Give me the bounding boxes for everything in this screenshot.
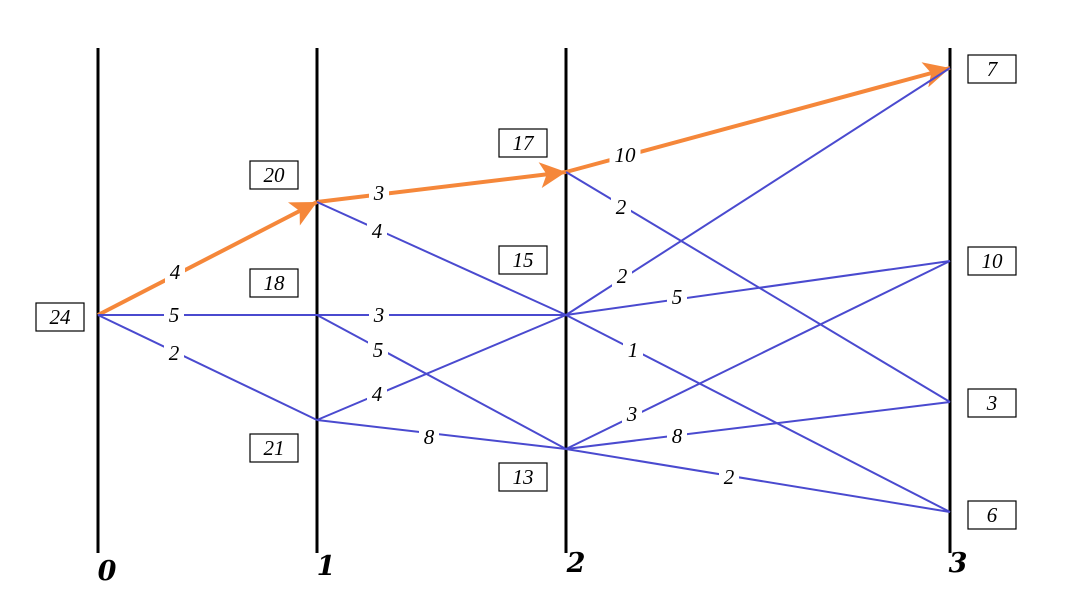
node-box xyxy=(249,268,299,298)
node-box xyxy=(249,433,299,463)
edge-weight-n1b-n2c: 5 xyxy=(373,338,384,362)
node-value: 10 xyxy=(982,249,1004,273)
node-box xyxy=(967,500,1017,530)
edge-n2c-n3d xyxy=(565,448,951,513)
edge-weight-n2b-n3d: 1 xyxy=(628,338,639,362)
edge-weight-n2c-n3c: 8 xyxy=(672,424,683,448)
node-value: 17 xyxy=(513,131,536,155)
edge-weight-background xyxy=(719,465,739,489)
node-value: 24 xyxy=(50,305,72,329)
edge-weight-background xyxy=(611,195,631,219)
stage-label-s3: 3 xyxy=(949,548,968,579)
edge-n1c-n2b xyxy=(316,314,567,421)
node-n2c: 13 xyxy=(498,462,548,492)
edge-weight-n2b-n3a: 2 xyxy=(617,264,628,288)
edge-weight-n0-n1a: 4 xyxy=(170,260,181,284)
edge-weight-background xyxy=(367,382,387,406)
edge-n2b-n3b xyxy=(565,260,951,316)
node-n3a: 7 xyxy=(967,54,1017,84)
node-value: 6 xyxy=(987,503,998,527)
edge-weight-n1b-n2b: 3 xyxy=(373,303,385,327)
edge-weight-background xyxy=(164,303,184,327)
edge-n0-n1a-highlighted xyxy=(97,200,318,317)
node-n2b: 15 xyxy=(498,245,548,275)
edge-weight-background xyxy=(667,424,687,448)
node-value: 21 xyxy=(264,436,285,460)
node-n3c: 3 xyxy=(967,388,1017,418)
edge-n1a-n2b xyxy=(316,201,567,316)
edge-n0-n1c xyxy=(97,314,318,421)
edges-layer xyxy=(97,62,951,513)
edge-weight-background xyxy=(367,219,387,243)
edge-weight-n1c-n2b: 4 xyxy=(372,382,383,406)
edge-weight-n1c-n2c: 8 xyxy=(424,425,435,449)
node-n0: 24 xyxy=(35,302,85,332)
edge-weight-n2a-n3c: 2 xyxy=(616,195,627,219)
stage-lines xyxy=(96,48,952,553)
edge-weight-background xyxy=(667,285,687,309)
edge-weight-background xyxy=(369,303,389,327)
stage-label-s2: 2 xyxy=(566,548,586,579)
node-value: 7 xyxy=(987,57,999,81)
edge-weight-background xyxy=(623,338,643,362)
edge-weight-background xyxy=(622,402,642,426)
edge-n2c-n3c xyxy=(565,401,951,450)
edge-weight-n1a-n2b: 4 xyxy=(372,219,383,243)
edge-weight-n1a-n2a: 3 xyxy=(373,181,385,205)
edge-weight-background xyxy=(612,264,632,288)
edge-weight-n2a-n3a: 10 xyxy=(615,143,637,167)
stage-label-s1: 1 xyxy=(317,551,336,582)
node-n3d: 6 xyxy=(967,500,1017,530)
edge-weight-background xyxy=(368,338,388,362)
node-box xyxy=(967,246,1017,276)
node-n1b: 18 xyxy=(249,268,299,298)
node-n1c: 21 xyxy=(249,433,299,463)
edge-weight-background xyxy=(419,425,439,449)
edge-n1a-n2a-highlighted xyxy=(316,162,567,204)
edge-n1b-n2c xyxy=(316,314,567,450)
edge-weight-background xyxy=(164,341,184,365)
stage-label-s0: 0 xyxy=(98,556,117,587)
node-value: 15 xyxy=(513,248,534,272)
node-box xyxy=(498,128,548,158)
node-n1a: 20 xyxy=(249,160,299,190)
node-value: 3 xyxy=(986,391,998,415)
node-box xyxy=(498,245,548,275)
edge-weight-background xyxy=(609,143,641,167)
edge-weight-background xyxy=(165,260,185,284)
node-value: 18 xyxy=(264,271,286,295)
node-box xyxy=(249,160,299,190)
stage-labels: 0 1 2 3 xyxy=(98,548,968,587)
node-box xyxy=(498,462,548,492)
node-n2a: 17 xyxy=(498,128,548,158)
edge-weight-background xyxy=(369,181,389,205)
node-box xyxy=(35,302,85,332)
node-value: 13 xyxy=(513,465,534,489)
node-box xyxy=(967,54,1017,84)
edge-weight-n2c-n3d: 2 xyxy=(724,465,735,489)
edge-weight-n2b-n3b: 5 xyxy=(672,285,683,309)
node-n3b: 10 xyxy=(967,246,1017,276)
node-value: 20 xyxy=(264,163,286,187)
edge-weight-n0-n1b: 5 xyxy=(169,303,180,327)
edge-n1c-n2c xyxy=(316,419,567,450)
edge-weight-n2c-n3b: 3 xyxy=(626,402,638,426)
edge-weight-n0-n1c: 2 xyxy=(169,341,180,365)
node-box xyxy=(967,388,1017,418)
